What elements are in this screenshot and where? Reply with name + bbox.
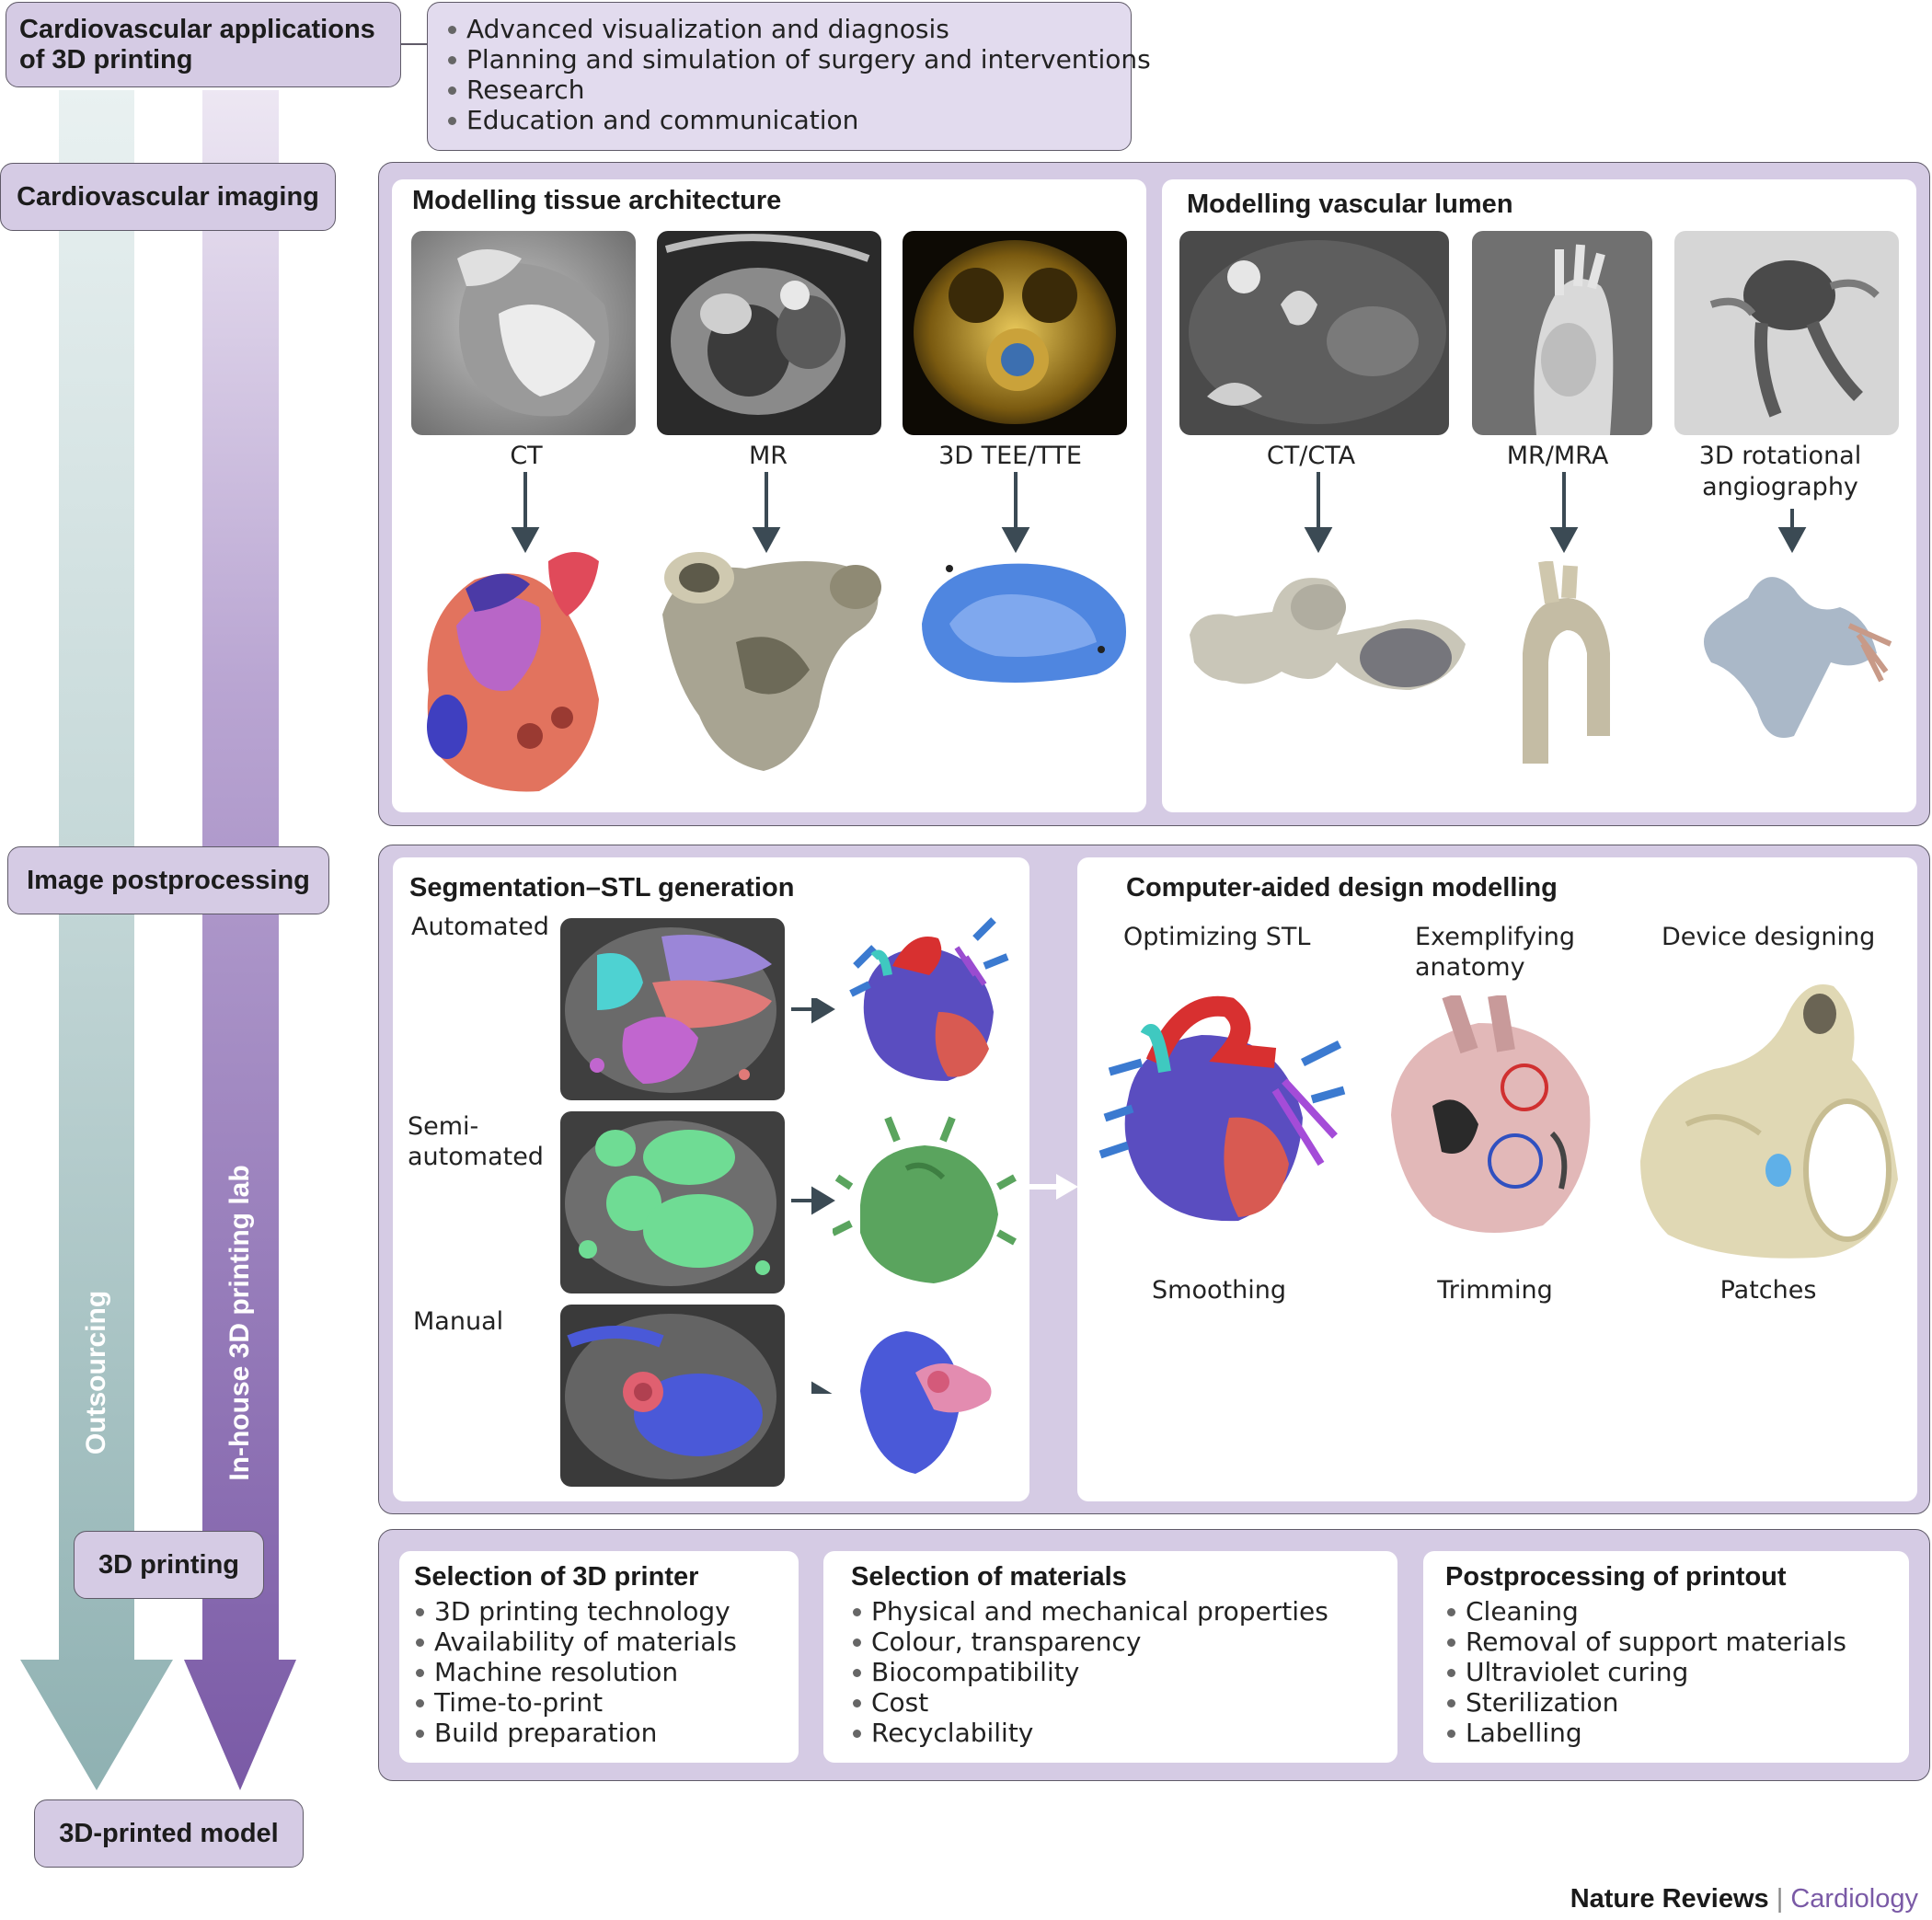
- ct-label: CT: [510, 442, 543, 470]
- stage-model-label: 3D-printed model: [59, 1818, 279, 1848]
- cta-image: [1179, 231, 1449, 435]
- mr-label: MR: [748, 442, 788, 470]
- lumen-title: Modelling vascular lumen: [1187, 190, 1513, 219]
- semi-automated-label: Semi-automated: [408, 1112, 544, 1171]
- automated-label: Automated: [411, 913, 549, 941]
- printer-panel: Selection of 3D printer 3D printing tech…: [399, 1551, 799, 1763]
- stage-applications: Cardiovascular applications of 3D printi…: [6, 2, 401, 87]
- optimizing-stl-heading: Optimizing STL: [1123, 923, 1311, 951]
- device-designing-heading: Device designing: [1662, 923, 1876, 951]
- journal-section: Cardiology: [1790, 1884, 1918, 1914]
- automated-heart-model: [849, 917, 1009, 1081]
- printer-item: Time-to-print: [414, 1687, 784, 1718]
- exemplifying-anatomy-heading: Exemplifying anatomy: [1415, 923, 1576, 982]
- patches-device-model: [1640, 984, 1898, 1259]
- printer-title: Selection of 3D printer: [414, 1562, 699, 1592]
- applications-connector: [401, 43, 429, 45]
- printer-item: Availability of materials: [414, 1627, 784, 1657]
- stage-imaging-label: Cardiovascular imaging: [17, 181, 319, 212]
- inhouse-arrow: [184, 90, 296, 1790]
- materials-panel: Selection of materials Physical and mech…: [823, 1551, 1397, 1763]
- post-printing-title: Postprocessing of printout: [1445, 1562, 1787, 1592]
- stage-postprocessing: Image postprocessing: [7, 846, 329, 914]
- outsourcing-label: Outsourcing: [81, 1290, 111, 1455]
- semi-automated-heart-model: [833, 1116, 1017, 1283]
- manual-label: Manual: [413, 1307, 504, 1336]
- application-item: Education and communication: [446, 105, 1112, 135]
- segmentation-title: Segmentation–STL generation: [409, 873, 795, 903]
- printer-item: Machine resolution: [414, 1657, 784, 1687]
- material-item: Colour, transparency: [851, 1627, 1370, 1657]
- rotational-angiography-label: 3D rotational angiography: [1698, 442, 1862, 501]
- printer-item: 3D printing technology: [414, 1596, 784, 1627]
- stage-printing-label: 3D printing: [98, 1549, 240, 1580]
- post-printing-item: Ultraviolet curing: [1445, 1657, 1887, 1687]
- rotational-angiography-image: [1674, 231, 1899, 435]
- mra-model: [1523, 561, 1610, 764]
- segmentation-to-cad-arrow: [1029, 1174, 1078, 1200]
- ct-image: [411, 231, 636, 435]
- material-item: Biocompatibility: [851, 1657, 1370, 1687]
- cad-title: Computer-aided design modelling: [1126, 873, 1558, 903]
- trimming-caption: Trimming: [1437, 1276, 1553, 1305]
- segmentation-arrows: [791, 998, 835, 1394]
- cta-model: [1190, 578, 1466, 690]
- post-printing-item: Sterilization: [1445, 1687, 1887, 1718]
- ct-heart-model: [427, 552, 599, 792]
- tissue-arrows: [511, 472, 1030, 554]
- material-item: Cost: [851, 1687, 1370, 1718]
- manual-segmentation-image: [560, 1305, 785, 1487]
- tissue-title: Modelling tissue architecture: [412, 186, 782, 215]
- application-item: Planning and simulation of surgery and i…: [446, 44, 1151, 75]
- outsourcing-arrow: [20, 90, 173, 1790]
- stage-postprocessing-label: Image postprocessing: [27, 865, 310, 895]
- mra-image: [1472, 231, 1652, 435]
- workflow-arrows: [20, 90, 296, 1790]
- tee-label: 3D TEE/TTE: [938, 442, 1082, 470]
- tee-valve-model: [922, 563, 1126, 683]
- materials-title: Selection of materials: [851, 1562, 1127, 1592]
- rotational-angiography-model: [1704, 577, 1892, 738]
- application-item: Research: [446, 75, 1112, 105]
- lumen-arrows: [1304, 472, 1807, 554]
- stage-model: 3D-printed model: [34, 1799, 304, 1868]
- cta-label: CT/CTA: [1266, 442, 1356, 470]
- patches-caption: Patches: [1719, 1276, 1817, 1305]
- post-printing-item: Cleaning: [1445, 1596, 1887, 1627]
- inhouse-label: In-house 3D printing lab: [224, 1165, 255, 1481]
- material-item: Recyclability: [851, 1718, 1370, 1748]
- automated-segmentation-image: [560, 918, 785, 1100]
- material-item: Physical and mechanical properties: [851, 1596, 1370, 1627]
- post-printing-item: Labelling: [1445, 1718, 1887, 1748]
- stage-imaging: Cardiovascular imaging: [0, 163, 336, 231]
- mra-label: MR/MRA: [1506, 442, 1609, 470]
- stage-applications-label: Cardiovascular applications of 3D printi…: [19, 14, 375, 75]
- semi-automated-segmentation-image: [560, 1111, 785, 1293]
- manual-segmentation-model: [860, 1331, 992, 1474]
- journal-separator: |: [1776, 1884, 1784, 1914]
- application-item: Advanced visualization and diagnosis: [446, 14, 1112, 44]
- post-printing-item: Removal of support materials: [1445, 1627, 1887, 1657]
- smoothing-caption: Smoothing: [1152, 1276, 1286, 1305]
- printer-item: Build preparation: [414, 1718, 784, 1748]
- mr-heart-model: [662, 552, 881, 771]
- stage-printing: 3D printing: [74, 1531, 264, 1599]
- mr-image: [657, 231, 881, 435]
- smoothing-heart-model: [1098, 995, 1346, 1222]
- trimming-heart-model: [1391, 995, 1591, 1233]
- journal-credit: Nature Reviews | Cardiology: [1454, 1884, 1918, 1914]
- tee-image: [903, 231, 1127, 435]
- journal-name: Nature Reviews: [1570, 1884, 1769, 1914]
